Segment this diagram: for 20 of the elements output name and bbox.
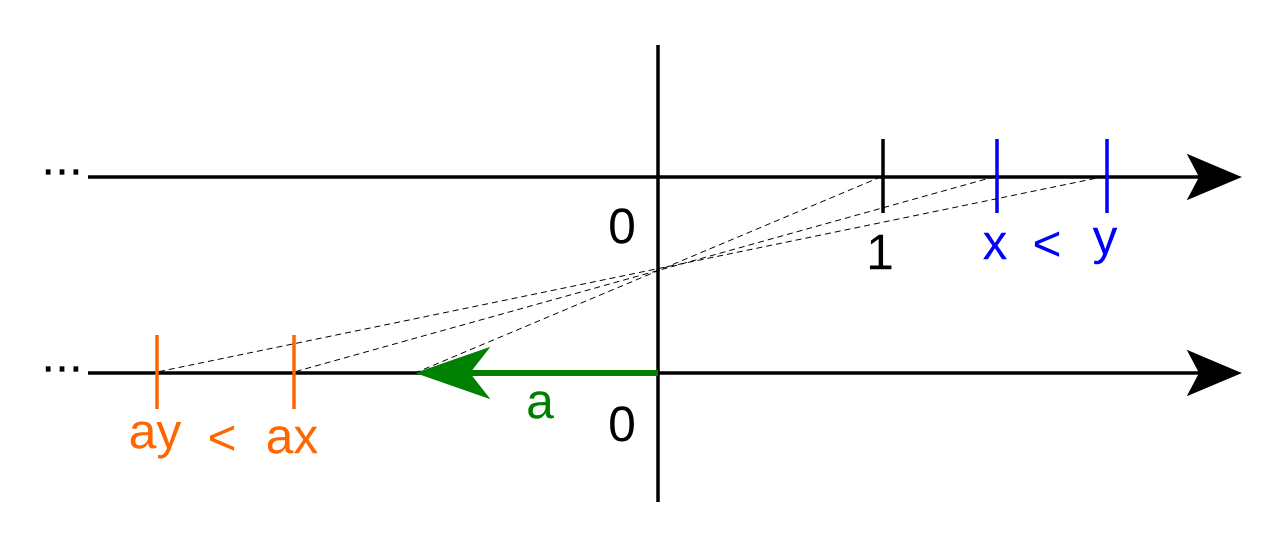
dashed-line: [414, 176, 882, 374]
tick-mark: [292, 335, 296, 409]
tick-label: x: [983, 232, 1007, 260]
tick-mark: [881, 139, 885, 213]
dashed-line: [158, 175, 1106, 373]
tick-label: y: [1092, 227, 1118, 265]
zero: 0: [610, 208, 634, 244]
tick-label: 1: [869, 234, 892, 270]
less-than-sign: <: [209, 425, 235, 451]
tick-mark: [995, 139, 999, 213]
dots: ...: [45, 366, 79, 372]
tick-mark: [155, 335, 159, 409]
tick-label: ay: [130, 421, 182, 459]
zero: 0: [610, 406, 634, 442]
dashed-line: [295, 176, 996, 372]
less-than-sign: <: [1034, 231, 1060, 257]
dots: ...: [45, 169, 79, 175]
tick-mark: [1105, 139, 1109, 213]
tick-label: ax: [267, 426, 318, 454]
vector-label: a: [528, 391, 554, 419]
